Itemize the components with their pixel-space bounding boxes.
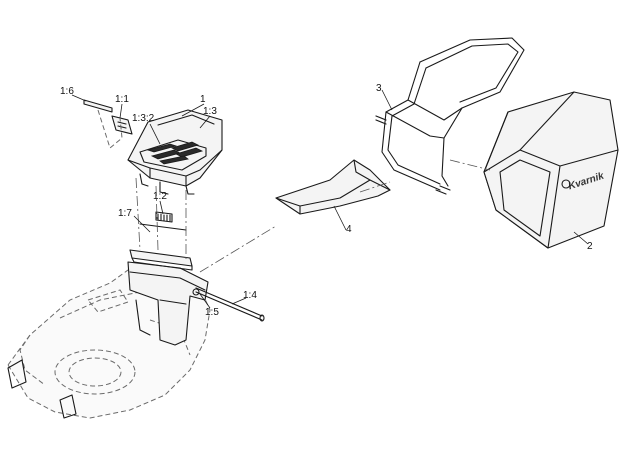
callout-1: 1 <box>200 94 206 105</box>
callout-1-7: 1:7 <box>118 208 132 219</box>
discharge-chute-part-4 <box>275 159 391 215</box>
rear-cover-part-1 <box>127 109 223 195</box>
callout-1-5: 1:5 <box>205 307 219 318</box>
callout-leaders <box>71 89 589 309</box>
callout-2: 2 <box>587 241 593 252</box>
rear-hinge-bracket <box>127 261 209 346</box>
callout-1-3: 1:3 <box>203 106 217 117</box>
callout-1-3-2: 1:3:2 <box>132 113 155 124</box>
callout-labels: 1:6 1:1 1 1:3 1:3:2 1:2 1:7 1:4 1:5 3 4 … <box>60 83 593 318</box>
callout-1-1: 1:1 <box>115 94 129 105</box>
callout-1-4: 1:4 <box>243 290 257 301</box>
pin-part-1-6 <box>83 99 113 113</box>
rod-part-1-4 <box>195 287 265 322</box>
spring-part-1-2 <box>155 211 173 223</box>
grass-catcher-frame-part-3 <box>375 37 525 195</box>
callout-3: 3 <box>376 83 382 94</box>
assembly-center-lines <box>97 109 491 273</box>
grass-catcher-bag-part-2: Kvarnik <box>483 91 619 249</box>
callout-4: 4 <box>346 224 352 235</box>
rear-flap-part-1-7 <box>129 223 193 271</box>
callout-1-2: 1:2 <box>153 191 167 202</box>
callout-1-6: 1:6 <box>60 86 74 97</box>
clip-part-1-1 <box>111 115 133 135</box>
